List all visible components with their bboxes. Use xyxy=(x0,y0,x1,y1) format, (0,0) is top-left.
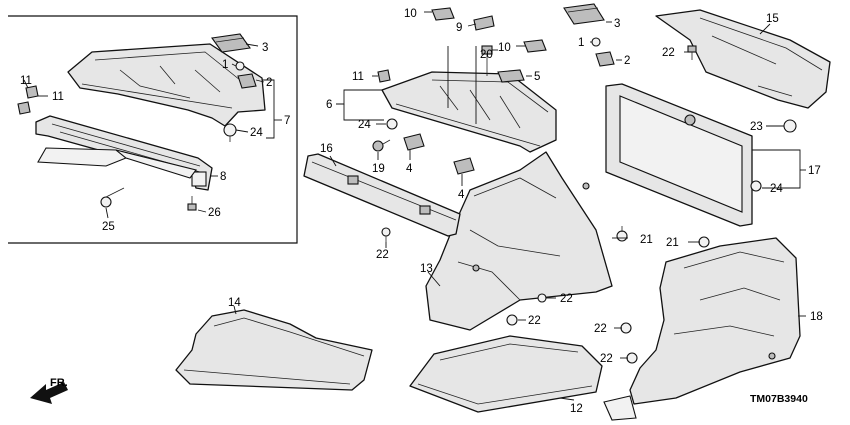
callout-14: 14 xyxy=(228,297,241,309)
clip-21-right xyxy=(698,236,710,248)
callout-2-inset: 2 xyxy=(266,77,272,89)
callout-22-lid: 22 xyxy=(662,47,675,59)
clip-10b xyxy=(523,39,547,53)
clip-22-left-a xyxy=(537,293,547,303)
trunk-side-lining-right xyxy=(603,237,801,421)
clip-19 xyxy=(372,139,391,152)
callout-1-main: 1 xyxy=(578,37,584,49)
callout-2-main: 2 xyxy=(624,55,630,67)
callout-1-inset: 1 xyxy=(222,59,228,71)
clip-22-right-b xyxy=(626,352,638,364)
clip-22-right-a xyxy=(620,322,632,334)
callout-16: 16 xyxy=(320,143,333,155)
rear-shelf-frame xyxy=(381,71,557,153)
diagram-code: TM07B3940 xyxy=(750,393,808,405)
callout-5: 5 xyxy=(534,71,540,83)
callout-6: 6 xyxy=(326,99,332,111)
clip-22-lid xyxy=(687,45,697,60)
callout-12: 12 xyxy=(570,403,583,415)
callout-13: 13 xyxy=(420,263,433,275)
clip-22-strip xyxy=(381,227,391,242)
callout-3-main: 3 xyxy=(614,18,620,30)
callout-7: 7 xyxy=(284,115,290,127)
trim-strip xyxy=(303,153,461,237)
front-direction-label: FR. xyxy=(50,377,68,389)
callout-3-inset: 3 xyxy=(262,42,268,54)
clip-24a xyxy=(386,118,398,130)
callout-22-strip: 22 xyxy=(376,249,389,261)
leader-lines xyxy=(23,11,806,401)
inset-screw-25 xyxy=(100,187,125,208)
callout-8: 8 xyxy=(220,171,226,183)
callout-22-right-b: 22 xyxy=(600,353,613,365)
callout-24-panel: 24 xyxy=(770,183,783,195)
clip-5 xyxy=(497,69,525,83)
cover-4a xyxy=(403,133,425,151)
callout-11-inset-b: 11 xyxy=(52,91,64,103)
rear-panel-frame xyxy=(605,83,753,227)
front-direction-arrow xyxy=(30,382,68,404)
clip-22-left-b xyxy=(506,314,518,326)
trunk-floor-mat xyxy=(175,309,373,391)
inset-fastener-2 xyxy=(237,73,257,89)
inset-shelf-mat xyxy=(37,147,128,167)
inset-rear-shelf xyxy=(67,43,266,127)
callout-23: 23 xyxy=(750,121,763,133)
trunk-side-lining-left xyxy=(425,151,613,331)
grommet-1 xyxy=(591,37,601,47)
callout-11-inset-a: 11 xyxy=(20,75,32,87)
inset-clip-24 xyxy=(223,123,237,142)
inset-bolt-26 xyxy=(187,196,197,211)
inset-clip-11b xyxy=(17,101,31,115)
callout-11-main: 11 xyxy=(352,71,364,83)
callout-15: 15 xyxy=(766,13,779,25)
callout-9: 9 xyxy=(456,22,462,34)
callout-25: 25 xyxy=(102,221,115,233)
inset-clip-3 xyxy=(211,33,251,53)
callout-19: 19 xyxy=(372,163,385,175)
callout-4-b: 4 xyxy=(458,189,465,201)
inset-shelf-mat-edge xyxy=(115,149,197,179)
inset-frame xyxy=(8,15,298,244)
trunk-floor-board xyxy=(409,335,603,413)
callout-20: 20 xyxy=(480,49,493,61)
fastener-2 xyxy=(595,51,615,67)
callout-4-a: 4 xyxy=(406,163,413,175)
clip-3 xyxy=(563,3,605,25)
callout-22-left-b: 22 xyxy=(528,315,541,327)
callout-10-a: 10 xyxy=(404,8,417,20)
callout-24-main: 24 xyxy=(358,119,371,131)
callout-22-left-a: 22 xyxy=(560,293,573,305)
clip-24c xyxy=(750,180,762,192)
callout-21-right: 21 xyxy=(666,237,679,249)
clip-10a xyxy=(431,7,455,21)
callout-22-right-a: 22 xyxy=(594,323,607,335)
callout-26: 26 xyxy=(208,207,221,219)
callout-21-left: 21 xyxy=(640,234,653,246)
cover-9 xyxy=(473,15,495,31)
callout-numbers: 3 1 2 11 11 7 24 8 25 26 10 9 20 10 5 11… xyxy=(20,8,823,415)
clip-21-left xyxy=(616,226,628,242)
trunk-lid-lining xyxy=(655,9,831,109)
clip-11c xyxy=(377,69,391,83)
callout-10-b: 10 xyxy=(498,42,511,54)
inset-grommet-1 xyxy=(235,61,245,71)
callout-17: 17 xyxy=(808,165,821,177)
callout-18: 18 xyxy=(810,311,823,323)
callout-24-inset: 24 xyxy=(250,127,263,139)
cover-4b xyxy=(453,157,475,175)
